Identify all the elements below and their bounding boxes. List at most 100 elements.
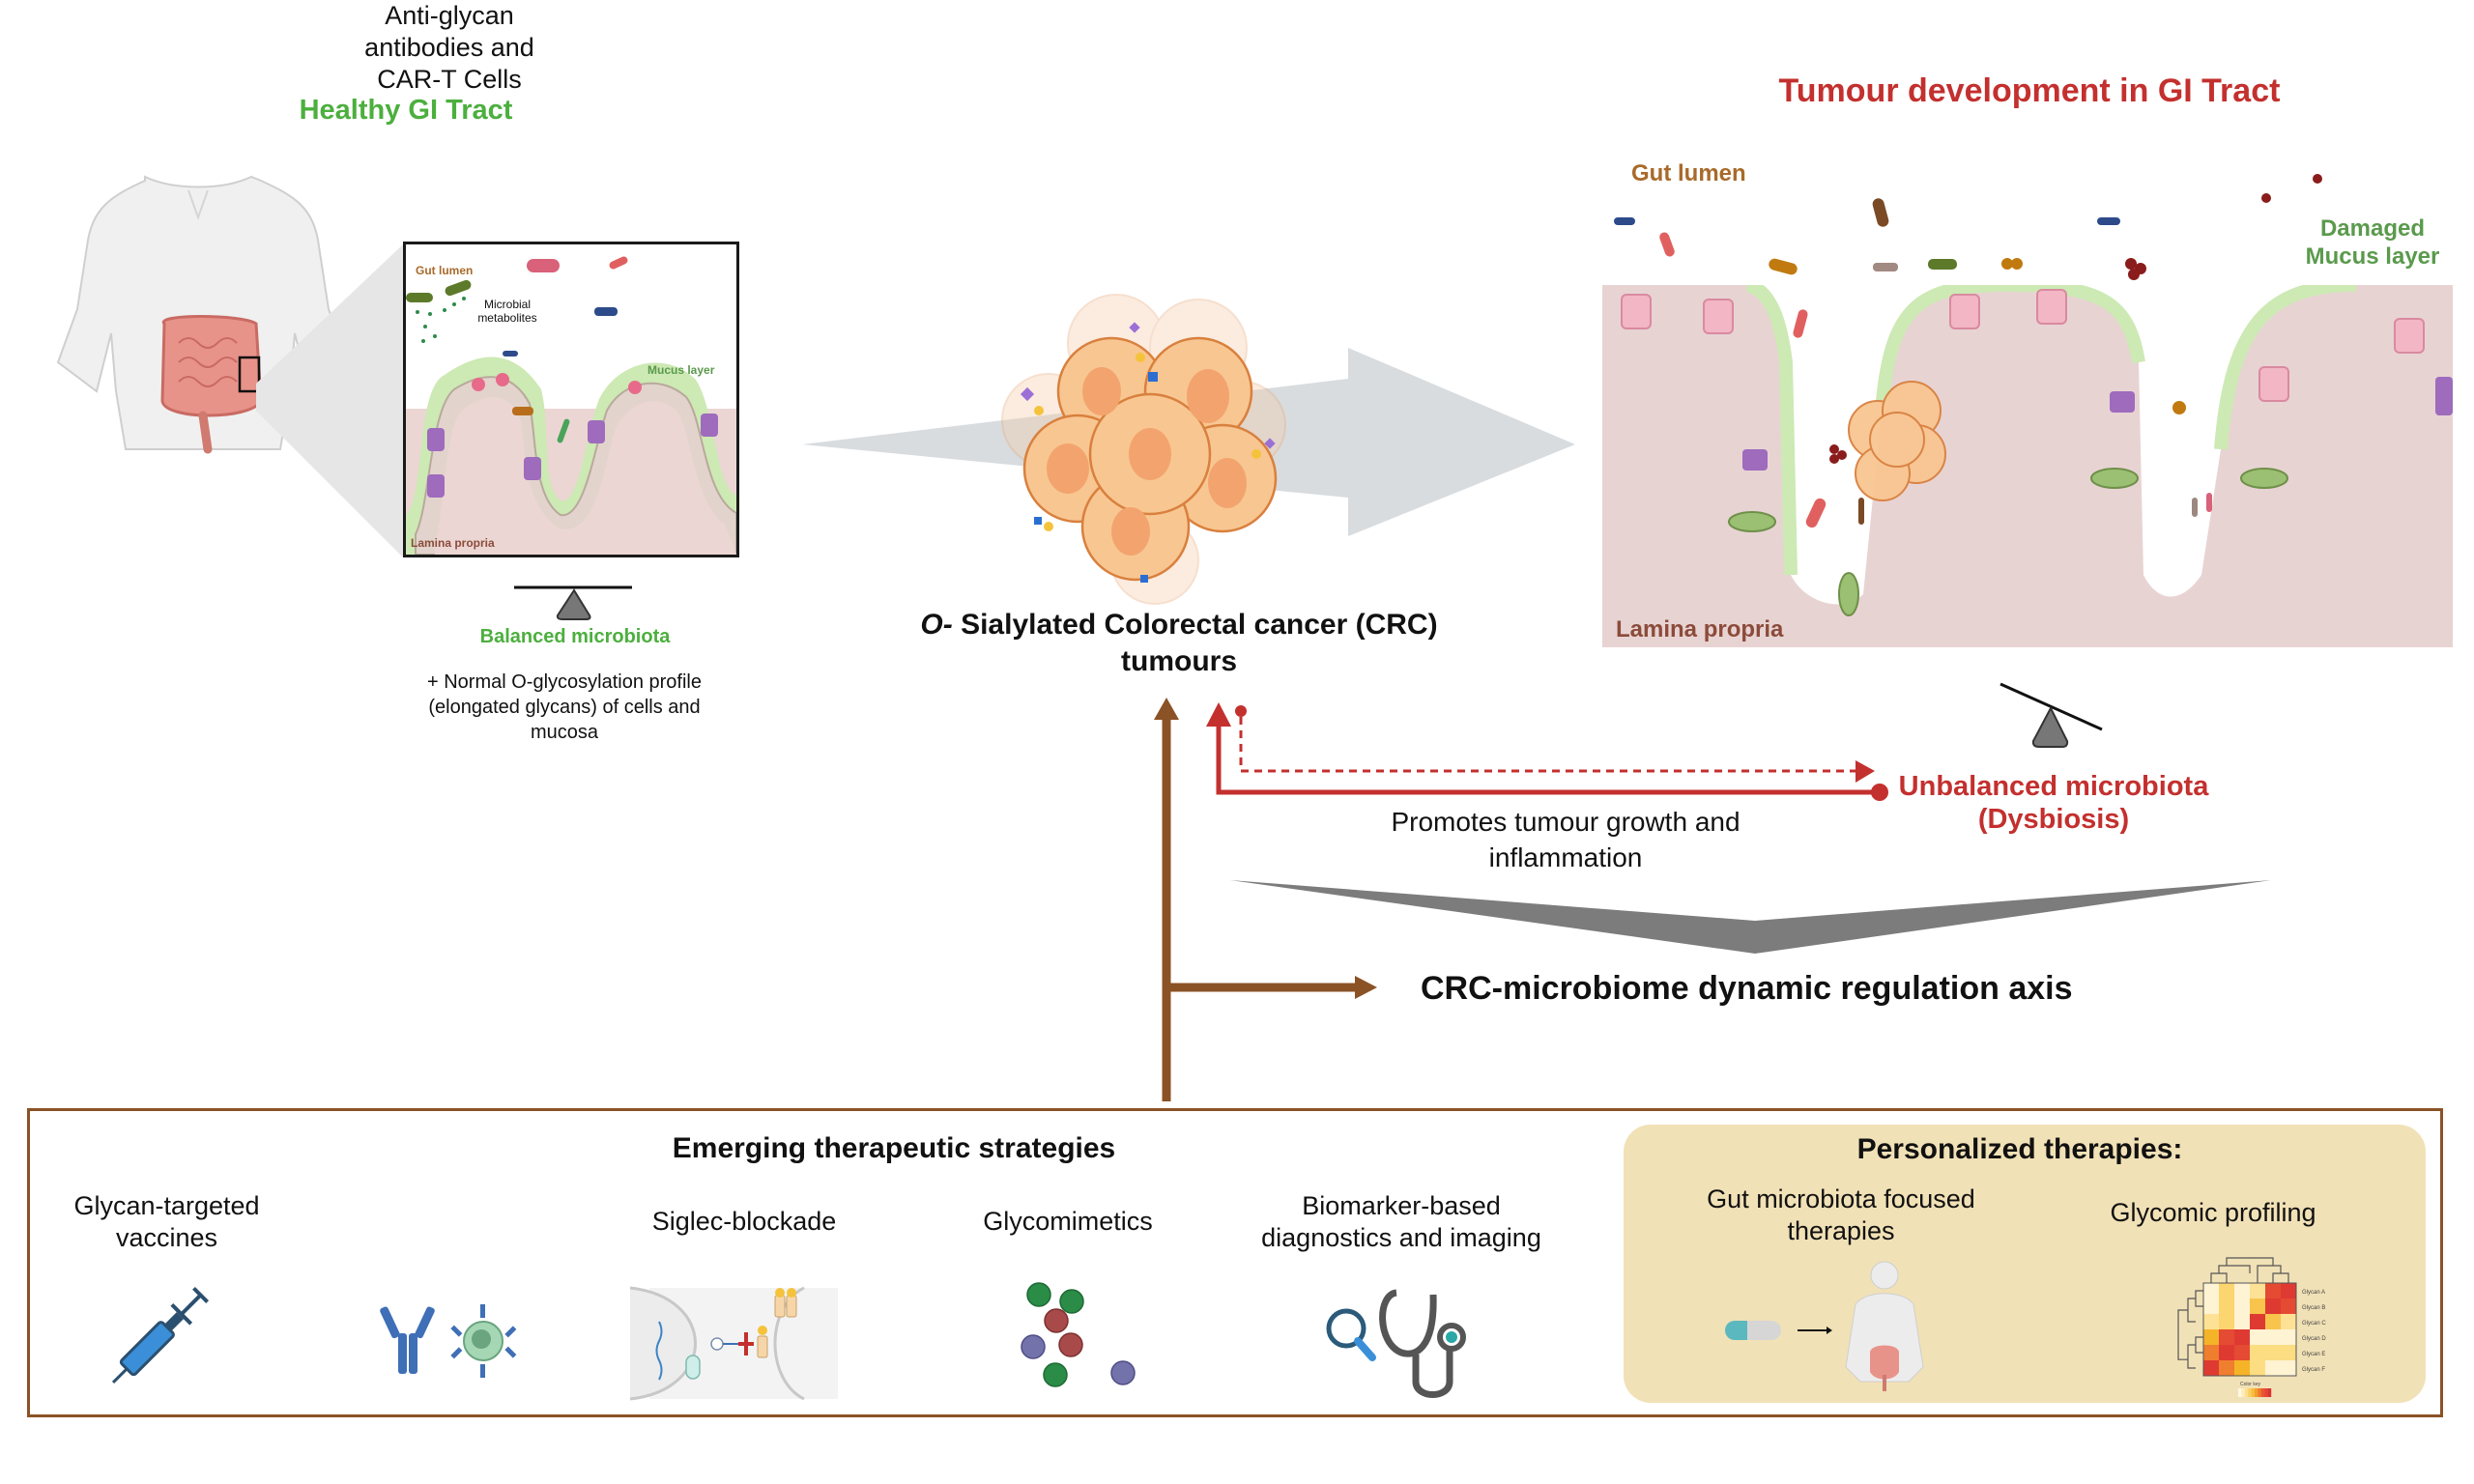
heatmap-cell [2265,1345,2281,1360]
heatmap-cell [2219,1329,2234,1345]
color-key-swatch [2258,1388,2261,1397]
heatmap-cell [2281,1329,2296,1345]
syringe-icon [111,1286,210,1384]
crc-tumours-title: O- Sialylated Colorectal cancer (CRC) tu… [889,607,1469,680]
strategies-title: Emerging therapeutic strategies [672,1132,1116,1164]
heatmap-cell [2281,1345,2296,1360]
magnifier-icon [1326,1308,1376,1361]
dysbiosis-dashed-arrow [1239,717,1857,773]
axis-label: CRC-microbiome dynamic regulation axis [1421,970,2073,1007]
intestines-icon [160,315,263,454]
heatmap-cell [2234,1314,2250,1329]
heatmap-cell [2265,1360,2281,1376]
heatmap-cell [2265,1283,2281,1298]
crc-prefix: O- [920,609,953,641]
heatmap-row-label: Glycan B [2302,1305,2325,1311]
heatmap-cell [2250,1345,2265,1360]
promotes-arrow [1216,727,1880,795]
heatmap-cell [2203,1329,2219,1345]
heatmap-cell [2203,1298,2219,1314]
heatmap-cell [2250,1329,2265,1345]
heatmap-cell [2234,1345,2250,1360]
dysbiosis-label: Unbalanced microbiota (Dysbiosis) [1880,770,2228,836]
pill-to-body-icon [1725,1261,1924,1391]
heatmap-cell [2234,1298,2250,1314]
tumour-title: Tumour development in GI Tract [1778,72,2281,109]
heatmap-icon: Glycan A Glycan B Glycan C Glycan D Glycan E… [2177,1257,2326,1397]
heatmap-cell [2281,1314,2296,1329]
heatmap-cell [2250,1298,2265,1314]
heatmap-row-label: Glycan E [2302,1352,2325,1357]
color-key-swatch [2267,1388,2272,1397]
personalized-title: Personalized therapies: [1856,1133,2183,1165]
heatmap-cell [2219,1283,2234,1298]
dysbiotic-microbes [1614,174,2322,280]
glycomimetics-icon [1021,1282,1136,1387]
heatmap-cell [2219,1298,2234,1314]
heatmap-row-label: Glycan C [2302,1321,2326,1327]
color-key-swatch [2260,1388,2265,1397]
heatmap-cell [2234,1329,2250,1345]
damaged-mucus-label: Damaged Mucus layer [2305,215,2440,270]
stethoscope-icon [1326,1289,1466,1398]
healthy-title: Healthy GI Tract [299,95,513,126]
color-key-swatch [2248,1388,2252,1397]
car-t-cell-icon [450,1304,517,1378]
strategies-frame [27,1108,2443,1417]
heatmap-row-label: Glycan D [2302,1336,2326,1342]
strategy-biomarker: Biomarker-based diagnostics and imaging [1261,1191,1541,1252]
zoom-cone [256,244,403,557]
tumour-gut-lumen-label: Gut lumen [1631,160,1746,186]
heatmap-row-label: Glycan A [2302,1290,2325,1296]
heatmap-cell [2281,1360,2296,1376]
heatmap-cell [2265,1314,2281,1329]
healthy-inset: Gut lumen Microbial metabolites Mucus la… [403,242,739,557]
color-key-swatch [2241,1388,2245,1397]
heatmap-cell [2234,1283,2250,1298]
glycosylation-profile-text: + Normal O-glycosylation profile (elonga… [427,671,702,743]
convergence-chevron [1230,880,2271,954]
color-key-swatch [2264,1388,2268,1397]
tumour-lamina-label: Lamina propria [1616,616,1784,642]
heatmap-row-label: Glycan F [2302,1367,2325,1373]
strategy-glycomimetics: Glycomimetics [983,1207,1153,1236]
heatmap-cell [2250,1314,2265,1329]
heatmap-cell [2250,1360,2265,1376]
unbalanced-seesaw-icon [1999,682,2103,748]
zoom-region-marker [238,356,261,393]
heatmap-cell [2281,1283,2296,1298]
villi-illustration [406,256,736,555]
heatmap-cell [2265,1329,2281,1345]
heatmap-cell [2203,1345,2219,1360]
dysbiosis-line2: (Dysbiosis) [1977,804,2130,835]
tumour-tissue-panel: Lamina propria [1602,285,2453,647]
dysbiosis-line1: Unbalanced microbiota [1898,771,2209,802]
heatmap-cell [2203,1360,2219,1376]
heatmap-cell [2219,1314,2234,1329]
heatmap-cell [2203,1314,2219,1329]
heatmap-cell [2250,1283,2265,1298]
dendrogram [2177,1257,2289,1369]
heatmap-cell [2234,1360,2250,1376]
promotes-text: Promotes tumour growth and inflammation [1391,807,1740,872]
human-figure-icon [1845,1261,1924,1391]
crc-tumour-cluster-icon [1001,294,1286,605]
heatmap-cell [2281,1298,2296,1314]
heatmap-cell [2265,1298,2281,1314]
color-key-swatch [2255,1388,2258,1397]
personalized-microbiota: Gut microbiota focused therapies [1707,1184,1975,1245]
strategy-vaccines: Glycan-targeted vaccines [73,1191,260,1252]
crc-title-text: Sialylated Colorectal cancer (CRC) tumou… [961,609,1438,677]
strategy-antibodies: Anti-glycan antibodies and CAR-T Cells [364,1,534,94]
color-key-label: Color key [2240,1382,2261,1387]
inset-metabolites-label: Microbial metabolites [477,298,537,325]
capsule-icon [1725,1321,1781,1340]
heatmap-cell [2219,1360,2234,1376]
heatmap-border [2202,1282,2297,1377]
inset-mucus-label: Mucus layer [647,363,715,377]
color-key-swatch [2238,1388,2242,1397]
heatmap-cell [2203,1283,2219,1298]
damaged-villi-illustration [1602,285,2453,647]
color-key-swatch [2251,1388,2256,1397]
